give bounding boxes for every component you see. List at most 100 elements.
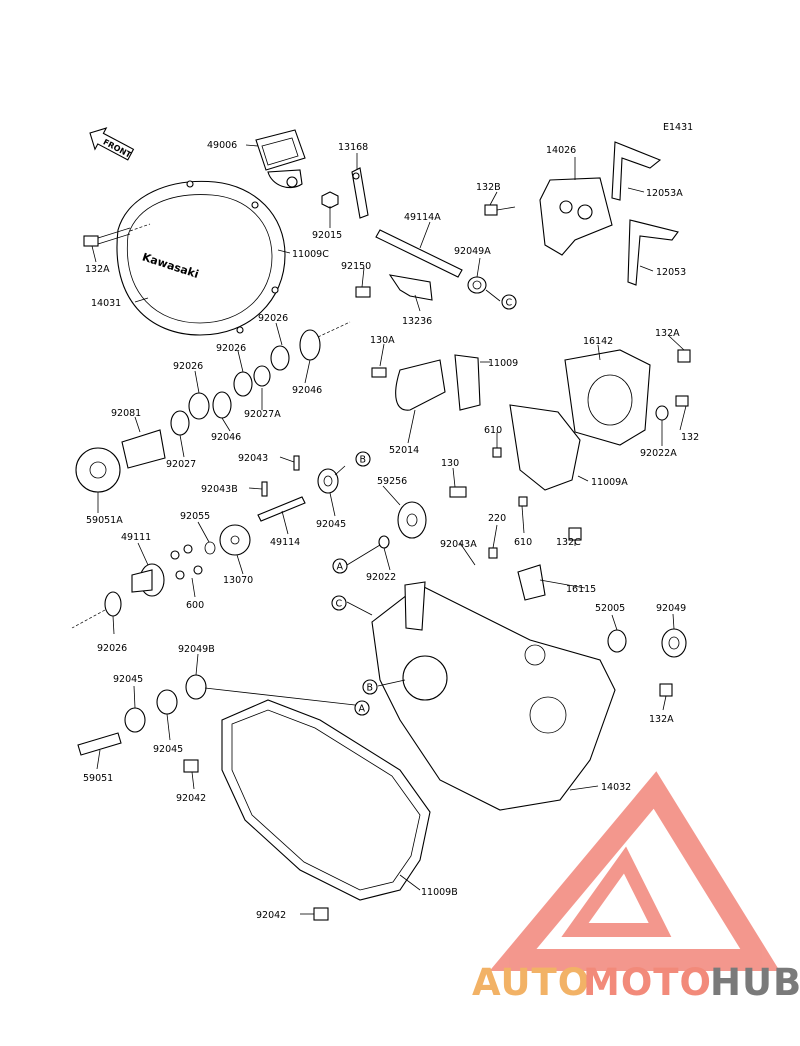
part-220 bbox=[488, 547, 498, 559]
label-132b: 132B bbox=[476, 182, 501, 193]
part-16142 bbox=[564, 349, 651, 446]
label-11009c: 11009C bbox=[292, 249, 329, 260]
label-92026-d: 92026 bbox=[97, 643, 127, 654]
watermark-triangle bbox=[489, 771, 780, 971]
label-92049b: 92049B bbox=[178, 644, 215, 655]
part-92055 bbox=[204, 541, 216, 555]
callout-b-2-letter: B bbox=[367, 683, 374, 694]
part-49006 bbox=[255, 129, 306, 189]
label-11009a: 11009A bbox=[591, 477, 628, 488]
label-92081: 92081 bbox=[111, 408, 141, 419]
label-59051: 59051 bbox=[83, 773, 113, 784]
part-12053a bbox=[611, 141, 662, 201]
part-92150 bbox=[355, 286, 371, 298]
label-59256: 59256 bbox=[377, 476, 407, 487]
label-52005: 52005 bbox=[595, 603, 625, 614]
label-92043a: 92043A bbox=[440, 539, 477, 550]
label-13168: 13168 bbox=[338, 142, 368, 153]
label-92015: 92015 bbox=[312, 230, 342, 241]
label-132a-right: 132A bbox=[655, 328, 680, 339]
part-92045-b bbox=[156, 689, 178, 715]
part-52014 bbox=[395, 359, 446, 411]
part-92042-a bbox=[183, 759, 199, 773]
callout-a-1-letter: A bbox=[337, 562, 344, 573]
label-610-a: 610 bbox=[484, 425, 502, 436]
watermark-logo bbox=[489, 771, 780, 971]
watermark-text: AUTO MOTO HUB bbox=[472, 961, 800, 1004]
part-92015 bbox=[321, 191, 339, 209]
label-16142: 16142 bbox=[583, 336, 613, 347]
part-14026 bbox=[539, 177, 613, 256]
callout-a-2: A bbox=[354, 700, 370, 716]
label-92043: 92043 bbox=[238, 453, 268, 464]
callout-c-2: C bbox=[331, 595, 347, 611]
label-130: 130 bbox=[441, 458, 459, 469]
label-92046-b: 92046 bbox=[211, 432, 241, 443]
label-49114: 49114 bbox=[270, 537, 300, 548]
label-11009b: 11009B bbox=[421, 887, 458, 898]
bolt-130a bbox=[371, 367, 387, 378]
part-13236 bbox=[388, 274, 433, 301]
callout-a-2-letter: A bbox=[359, 704, 366, 715]
label-92027: 92027 bbox=[166, 459, 196, 470]
front-arrow: FRONT bbox=[89, 127, 135, 161]
label-92026-a: 92026 bbox=[258, 313, 288, 324]
label-92045-b: 92045 bbox=[113, 674, 143, 685]
part-59256 bbox=[397, 501, 427, 539]
part-11009 bbox=[454, 354, 481, 411]
label-92150: 92150 bbox=[341, 261, 371, 272]
part-92045-c bbox=[124, 707, 146, 733]
callout-b-1: B bbox=[355, 451, 371, 467]
label-92022: 92022 bbox=[366, 572, 396, 583]
watermark-moto: MOTO bbox=[583, 961, 712, 1004]
watermark-inner-triangle bbox=[561, 846, 672, 937]
bolt-132a-right bbox=[677, 349, 691, 363]
part-52005 bbox=[607, 629, 627, 653]
label-132c: 132C bbox=[556, 537, 581, 548]
part-92045-a bbox=[317, 468, 339, 494]
label-132a-low: 132A bbox=[649, 714, 674, 725]
label-12053a: 12053A bbox=[646, 188, 683, 199]
label-92042-a: 92042 bbox=[176, 793, 206, 804]
label-14032: 14032 bbox=[601, 782, 631, 793]
label-220: 220 bbox=[488, 513, 506, 524]
part-16115 bbox=[517, 564, 546, 601]
part-13168 bbox=[351, 167, 369, 219]
part-49114a bbox=[375, 229, 463, 278]
label-92045-a: 92045 bbox=[316, 519, 346, 530]
label-59051a: 59051A bbox=[86, 515, 123, 526]
part-labels: 49006 13168 14026 132B 12053A 11009C 920… bbox=[83, 140, 699, 921]
part-92022a bbox=[655, 405, 669, 421]
label-13070: 13070 bbox=[223, 575, 253, 586]
part-92026-d bbox=[71, 591, 122, 629]
label-132: 132 bbox=[681, 432, 699, 443]
bolt-130 bbox=[449, 486, 467, 498]
label-92049: 92049 bbox=[656, 603, 686, 614]
bolt-132a-low bbox=[659, 683, 673, 697]
label-49006: 49006 bbox=[207, 140, 237, 151]
label-92049a: 92049A bbox=[454, 246, 491, 257]
part-12053 bbox=[627, 219, 679, 286]
part-92042-b bbox=[313, 907, 329, 921]
label-92055: 92055 bbox=[180, 511, 210, 522]
watermark-hub: HUB bbox=[710, 961, 800, 1004]
leader-lines bbox=[91, 144, 687, 915]
pins-and-shaft bbox=[257, 455, 306, 522]
part-92022 bbox=[378, 535, 390, 549]
label-13236: 13236 bbox=[402, 316, 432, 327]
part-49111 bbox=[131, 563, 165, 597]
callout-b-2: B bbox=[362, 679, 378, 695]
label-92026-c: 92026 bbox=[173, 361, 203, 372]
part-13070 bbox=[219, 524, 251, 556]
callout-c-1-letter: C bbox=[506, 298, 513, 309]
label-92045-c: 92045 bbox=[153, 744, 183, 755]
label-92026-b: 92026 bbox=[216, 343, 246, 354]
part-11009a bbox=[509, 404, 581, 491]
part-59051 bbox=[77, 732, 122, 756]
callout-a-1: A bbox=[332, 558, 348, 574]
label-14031: 14031 bbox=[91, 298, 121, 309]
callout-c-2-letter: C bbox=[336, 599, 343, 610]
label-49114a: 49114A bbox=[404, 212, 441, 223]
